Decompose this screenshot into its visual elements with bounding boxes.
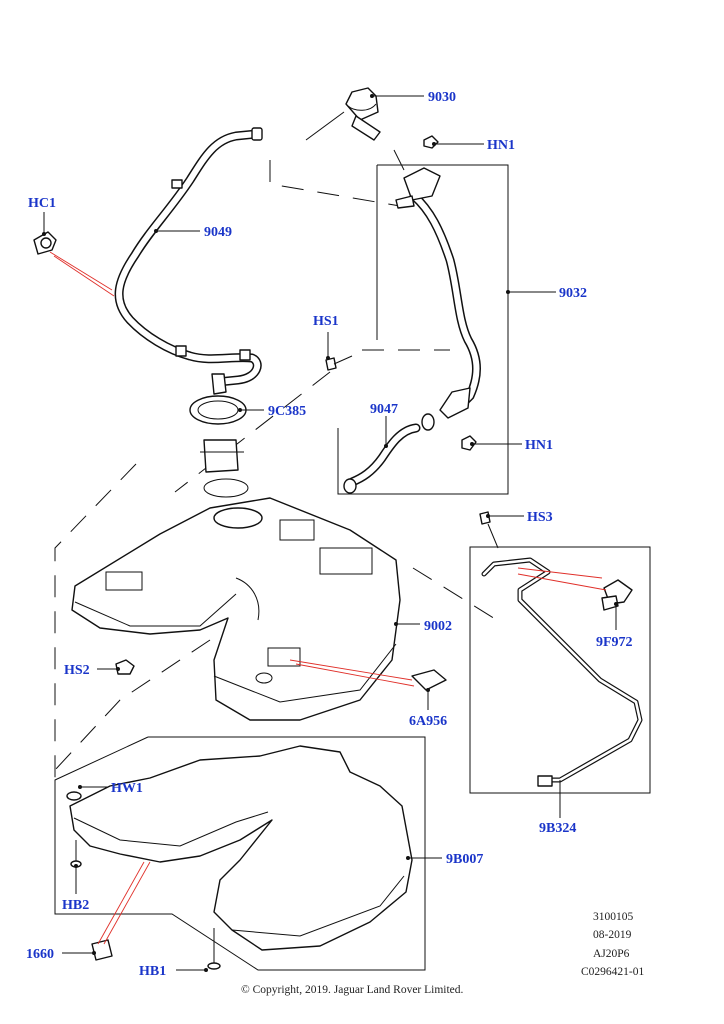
callout-hw1: HW1 bbox=[111, 781, 143, 796]
callout-9032: 9032 bbox=[559, 286, 587, 301]
sensor-9f972 bbox=[601, 579, 633, 611]
callout-9b324: 9B324 bbox=[539, 821, 576, 836]
reference-date: 08-2019 bbox=[593, 929, 632, 941]
reference-illustration-id: C0296421-01 bbox=[581, 966, 645, 978]
filler-neck-hose-9047 bbox=[343, 413, 435, 494]
vent-hose-9049 bbox=[114, 127, 263, 395]
callout-1660: 1660 bbox=[26, 947, 54, 962]
callout-hs3: HS3 bbox=[527, 510, 553, 525]
callout-9f972: 9F972 bbox=[596, 635, 633, 650]
callout-9047: 9047 bbox=[370, 402, 398, 417]
assembly-dash-lines bbox=[54, 160, 501, 780]
fuel-filler-cap-9030 bbox=[305, 87, 405, 171]
heat-shield-9b007 bbox=[69, 745, 413, 951]
callout-9049: 9049 bbox=[204, 225, 232, 240]
hose-clip-hc1 bbox=[33, 231, 57, 255]
label-6a956 bbox=[411, 669, 447, 691]
callout-labels: 9030 HN1 HC1 9049 9032 HS1 9C385 9047 HN… bbox=[26, 90, 633, 979]
callout-9c385: 9C385 bbox=[268, 404, 306, 419]
callout-9b007: 9B007 bbox=[446, 852, 483, 867]
callout-hc1: HC1 bbox=[28, 196, 56, 211]
fuel-line-9b324 bbox=[481, 557, 643, 787]
nut-hn1-top bbox=[423, 135, 439, 149]
reference-block: 3100105 08-2019 AJ20P6 C0296421-01 bbox=[581, 911, 645, 978]
fuel-tank-9002 bbox=[71, 497, 401, 721]
clip-1660 bbox=[91, 939, 113, 961]
leader-lines bbox=[42, 94, 618, 972]
filler-pipe-9032 bbox=[395, 167, 481, 419]
callout-9002: 9002 bbox=[424, 619, 452, 634]
bolt-hb1 bbox=[207, 944, 221, 970]
callout-hb1: HB1 bbox=[139, 964, 166, 979]
bolt-hb2 bbox=[70, 840, 82, 868]
fuel-pump-module-9c385 bbox=[189, 395, 249, 498]
reference-model: AJ20P6 bbox=[593, 948, 630, 960]
callout-6a956: 6A956 bbox=[409, 714, 447, 729]
callout-hb2: HB2 bbox=[62, 898, 89, 913]
nut-hn1-bottom bbox=[461, 435, 477, 451]
highlight-leaders bbox=[49, 251, 607, 945]
callout-hn1-top: HN1 bbox=[487, 138, 515, 153]
screw-hs3 bbox=[479, 511, 491, 525]
copyright-notice: © Copyright, 2019. Jaguar Land Rover Lim… bbox=[241, 984, 464, 996]
callout-9030: 9030 bbox=[428, 90, 456, 105]
callout-hs1: HS1 bbox=[313, 314, 339, 329]
reference-number: 3100105 bbox=[593, 911, 634, 923]
washer-hw1 bbox=[66, 791, 82, 801]
screw-hs1 bbox=[325, 355, 353, 371]
callout-hs2: HS2 bbox=[64, 663, 90, 678]
screw-hs2 bbox=[115, 659, 135, 675]
bracket-boxes bbox=[54, 164, 651, 971]
callout-hn1-bottom: HN1 bbox=[525, 438, 553, 453]
